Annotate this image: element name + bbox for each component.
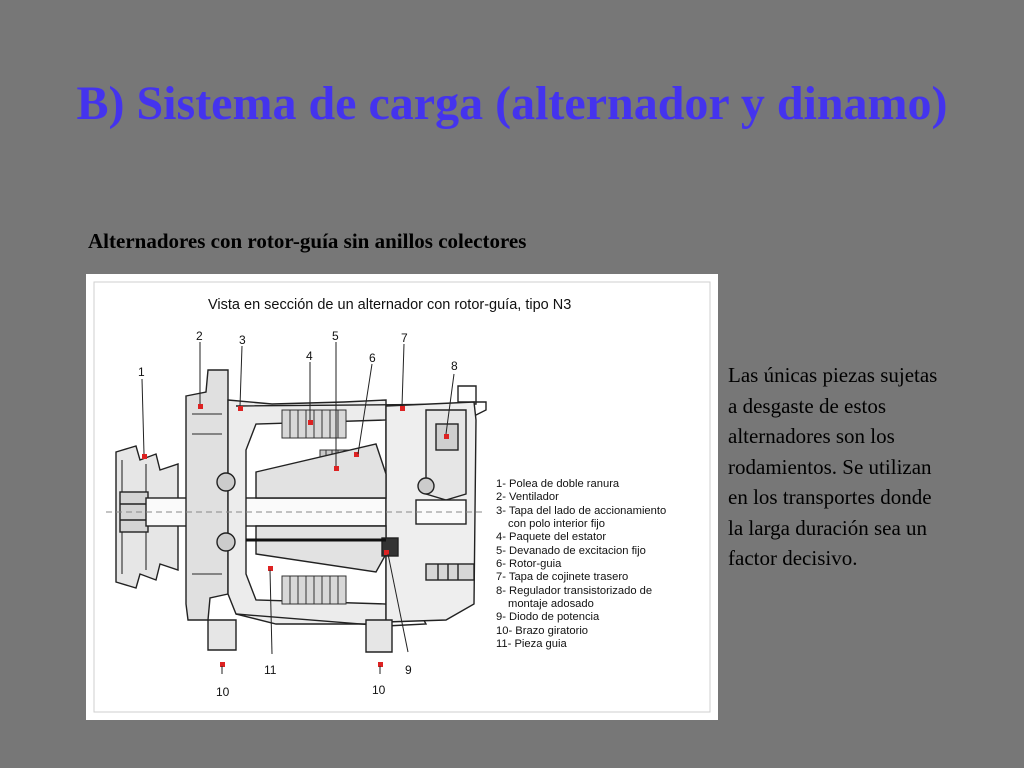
legend-item: 10- Brazo giratorio [496,625,588,637]
front-bearing-top [216,472,236,492]
callout-2: 2 [196,329,203,343]
legend-item: 6- Rotor-guia [496,558,562,570]
slide-subtitle: Alternadores con rotor-guía sin anillos … [88,229,527,253]
callout-11: 11 [264,663,277,677]
red-markers [142,404,449,667]
slide-title: B) Sistema de carga (alternador y dinamo… [76,77,948,130]
figure-frame [93,281,711,713]
legend-item: montaje adosado [508,598,594,610]
legend-item: con polo interior fijo [508,518,605,530]
legend-item: 9- Diodo de potencia [496,611,600,623]
legend-item: 7- Tapa de cojinete trasero [496,571,628,583]
callout-10-front: 10 [216,685,230,699]
stator-top [281,409,347,439]
callout-6: 6 [369,351,376,365]
leader-lines [141,342,455,674]
callout-1: 1 [138,365,145,379]
legend-item: 11- Pieza guia [496,638,567,650]
legend-item: 3- Tapa del lado de accionamiento [496,505,666,517]
alternator-cross-section-figure: Vista en sección de un alternador con ro… [86,274,718,720]
drive-end-cover [227,399,387,625]
mounting-arm-front [207,619,237,651]
callout-3: 3 [239,333,246,347]
mounting-arm-rear [365,619,393,653]
figure-caption: Vista en sección de un alternador con ro… [208,297,571,313]
callout-9: 9 [405,663,412,677]
callout-numbers: 1 2 3 4 5 6 7 8 9 10 10 11 [138,329,458,699]
side-description: Las únicas piezas sujetas a desgaste de … [728,363,938,570]
front-bearing-bottom [216,532,236,552]
callout-10-rear: 10 [372,683,386,697]
callout-5: 5 [332,329,339,343]
rear-bearing-top [417,477,435,495]
terminal-bolt [425,563,475,581]
legend-item: 8- Regulador transistorizado de [496,585,652,597]
figure-legend: 1- Polea de doble ranura 2- Ventilador 3… [496,478,666,650]
stator-bottom [281,575,347,605]
shaft-nut [119,491,149,533]
fan-shape [185,369,229,621]
alternator-diagram: Vista en sección de un alternador con ro… [93,281,711,713]
legend-item: 5- Devanado de excitacion fijo [496,545,646,557]
rotor-guide [255,443,387,499]
legend-item: 4- Paquete del estator [496,531,606,543]
callout-4: 4 [306,349,313,363]
rotor-guide-lower [255,525,387,573]
alternator-drawing [106,369,487,653]
legend-item: 2- Ventilador [496,491,559,503]
legend-item: 1- Polea de doble ranura [496,478,620,490]
callout-7: 7 [401,331,408,345]
callout-8: 8 [451,359,458,373]
